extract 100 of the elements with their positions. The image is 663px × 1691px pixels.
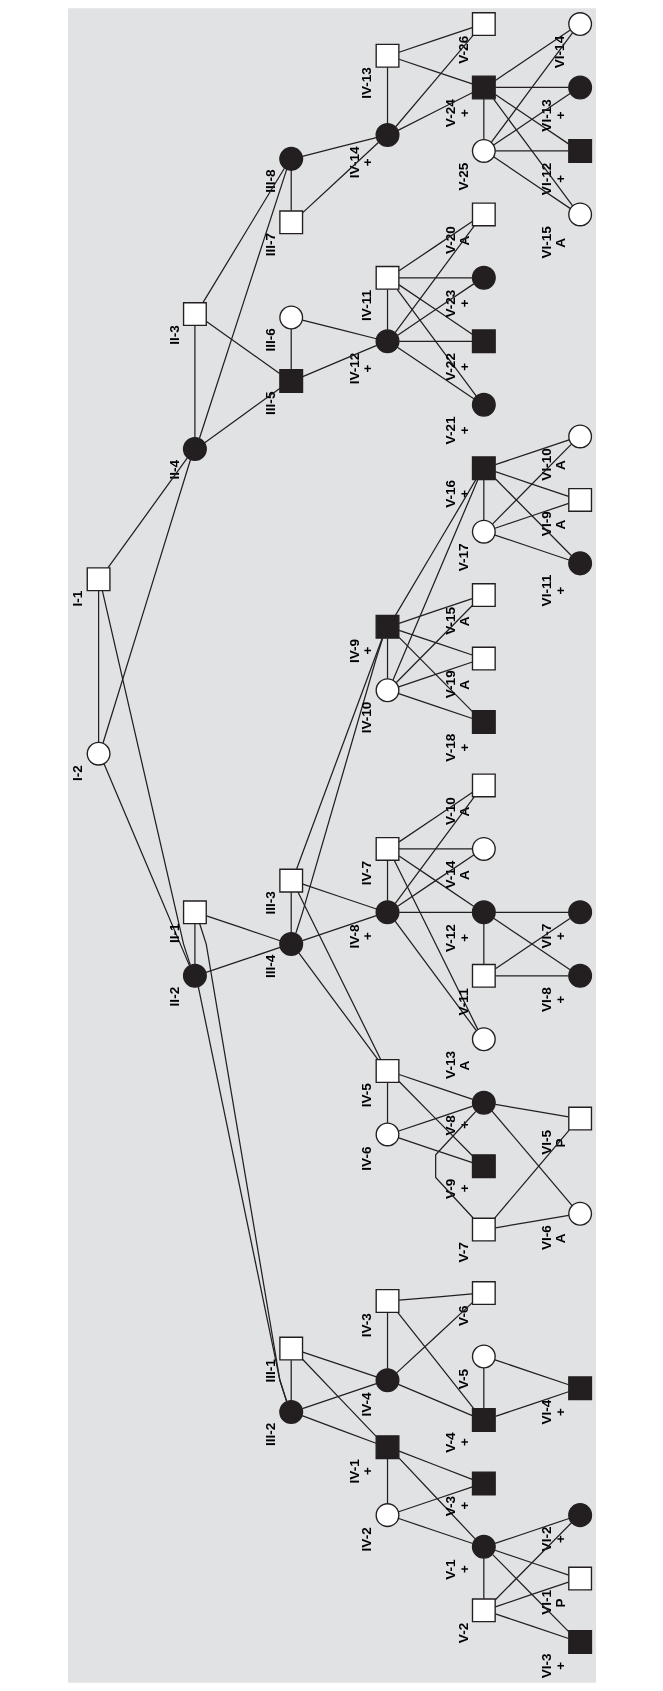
node-circle (471, 1344, 496, 1369)
node-dot (567, 1503, 592, 1528)
connector (492, 156, 571, 209)
connector (493, 1359, 569, 1386)
node-label: V-8 (442, 1115, 458, 1136)
connector (102, 763, 190, 967)
connector (397, 340, 473, 342)
connector (294, 637, 383, 934)
connector (296, 891, 381, 1061)
node-label: VI-11 (538, 574, 554, 607)
connector (494, 29, 571, 82)
connector (394, 479, 476, 617)
connector (482, 98, 484, 140)
connector (290, 891, 292, 934)
connector (397, 693, 473, 720)
connector (203, 387, 280, 444)
connector (482, 479, 484, 521)
node-dot (471, 1534, 496, 1559)
node-label: + (456, 426, 472, 435)
node-label: IV-3 (358, 1313, 374, 1338)
node-label: IV-2 (358, 1527, 374, 1552)
connector (301, 915, 377, 942)
node-label: IV-8 (346, 924, 362, 949)
node-circle (567, 12, 592, 37)
connector (494, 439, 570, 466)
node-circle (375, 1503, 400, 1528)
node-label: + (456, 299, 472, 308)
node-box (278, 868, 303, 893)
node-circle (471, 836, 496, 861)
node-label: V-4 (442, 1432, 458, 1453)
connector (494, 478, 572, 557)
node-label: VI-13 (538, 99, 554, 132)
connector (397, 1517, 473, 1545)
node-box (471, 583, 496, 608)
node-label: + (456, 489, 472, 498)
node-label: A (552, 1233, 568, 1244)
node-label: + (552, 1661, 568, 1670)
node-block (278, 368, 303, 393)
connector (301, 137, 377, 157)
node-block (567, 1630, 592, 1655)
node-label: I-1 (69, 590, 85, 607)
node-dot (567, 551, 592, 576)
node-label: A (456, 870, 472, 881)
connector (201, 167, 285, 304)
node-box (567, 1106, 592, 1131)
node-label: A (456, 235, 472, 246)
connector (386, 637, 388, 680)
node-label: VI-6 (538, 1225, 554, 1250)
node-dot (471, 392, 496, 417)
node-label: VI-2 (538, 1526, 554, 1552)
node-box (471, 963, 496, 988)
node-label: V-1 (442, 1559, 458, 1580)
node-box (471, 202, 496, 227)
node-dot (471, 1090, 496, 1115)
connector (397, 636, 473, 713)
node-label: + (359, 364, 375, 373)
connector (397, 1293, 473, 1301)
node-circle (86, 741, 111, 766)
connector (397, 220, 473, 272)
connector (395, 1302, 473, 1374)
node-label: V-22 (442, 353, 458, 381)
connector (482, 1367, 484, 1409)
node-label: + (456, 1564, 472, 1573)
connector (397, 1137, 473, 1164)
node-box (375, 1288, 400, 1313)
node-label: IV-13 (358, 67, 374, 99)
node-label: IV-14 (346, 146, 362, 179)
connector (386, 288, 388, 331)
node-block (567, 138, 592, 163)
node-box (471, 1598, 496, 1623)
node-dot (182, 436, 207, 461)
node-label: V-14 (442, 860, 458, 889)
node-block (471, 710, 496, 734)
node-dot (471, 265, 496, 290)
node-box (278, 1336, 303, 1361)
node-label: + (359, 646, 375, 655)
node-dot (278, 146, 303, 171)
node-block (471, 75, 496, 100)
connector (397, 598, 473, 624)
node-label: V-16 (442, 479, 458, 508)
connector (290, 169, 292, 212)
connector (386, 859, 388, 902)
connector (494, 1391, 569, 1418)
connector (397, 58, 473, 85)
node-label: + (456, 109, 472, 117)
node-circle (567, 424, 592, 449)
node-label: VI-9 (538, 511, 554, 537)
node-block (471, 1154, 496, 1179)
node-label: V-20 (442, 226, 458, 255)
node-box (278, 210, 303, 235)
node-block (375, 1435, 400, 1460)
connector (397, 791, 473, 843)
connector (198, 168, 287, 439)
connector (493, 1129, 570, 1219)
node-label: VI-8 (538, 987, 554, 1013)
connector (490, 32, 573, 143)
node-circle (471, 519, 496, 544)
connector (300, 1415, 377, 1444)
node-label: V-2 (455, 1622, 471, 1644)
node-block (567, 1376, 592, 1401)
